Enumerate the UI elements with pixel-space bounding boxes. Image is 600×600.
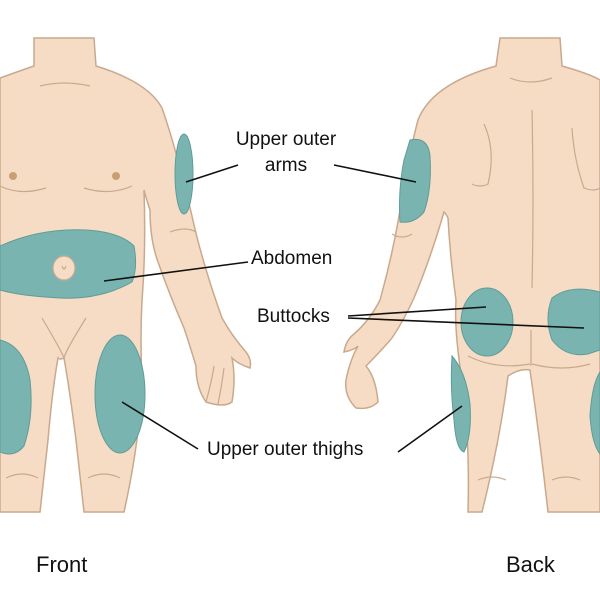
label-upper-outer-thighs: Upper outer thighs [207,439,364,460]
back-knee-line [477,476,581,481]
back-upper-arm-zone [399,138,431,223]
front-navel-inner [61,265,67,270]
front-navel [52,255,76,281]
thighs-leader-front [121,401,199,450]
back-figure [343,37,600,513]
front-left-thigh-zone [0,339,32,455]
back-right-buttock-zone [547,288,600,356]
label-abdomen: Abdomen [251,248,333,269]
back-shoulderblade-lines [471,123,600,191]
back-elbow-line [391,233,413,238]
front-collar-line [39,82,91,87]
front-upper-arm-zone [174,133,194,215]
abdomen-leader [103,261,249,282]
front-nipple-left [9,172,17,180]
front-nipple-right [112,172,120,180]
back-left-thigh-zone [450,354,471,453]
front-figure [0,37,252,513]
label-upper-outer-arms-line2: arms [264,155,308,176]
front-hand-line [205,365,225,405]
arms-leader-front [185,164,239,183]
front-right-thigh-zone [94,334,146,454]
label-upper-outer-arms-line1: Upper outer [235,129,337,150]
buttocks-leader-right [347,317,585,329]
thighs-leader-back [397,405,463,453]
leader-lines [103,164,585,453]
back-body [343,37,600,513]
back-right-thigh-zone [589,371,600,455]
arms-leader-back [333,164,417,183]
back-spine-line [531,109,534,289]
back-neck-line [509,77,553,83]
label-upper-outer-arms: Upper outer arms [229,127,343,179]
front-groin-line [41,317,87,361]
label-buttocks: Buttocks [257,306,330,327]
view-label-front: Front [36,552,88,577]
back-buttock-crease [467,330,591,369]
front-chest-line [0,185,133,193]
front-knee-line [5,473,121,479]
view-label-back: Back [506,552,555,577]
buttocks-leader-left [347,306,487,317]
front-elbow-line [169,228,197,233]
back-left-buttock-zone [460,287,514,357]
